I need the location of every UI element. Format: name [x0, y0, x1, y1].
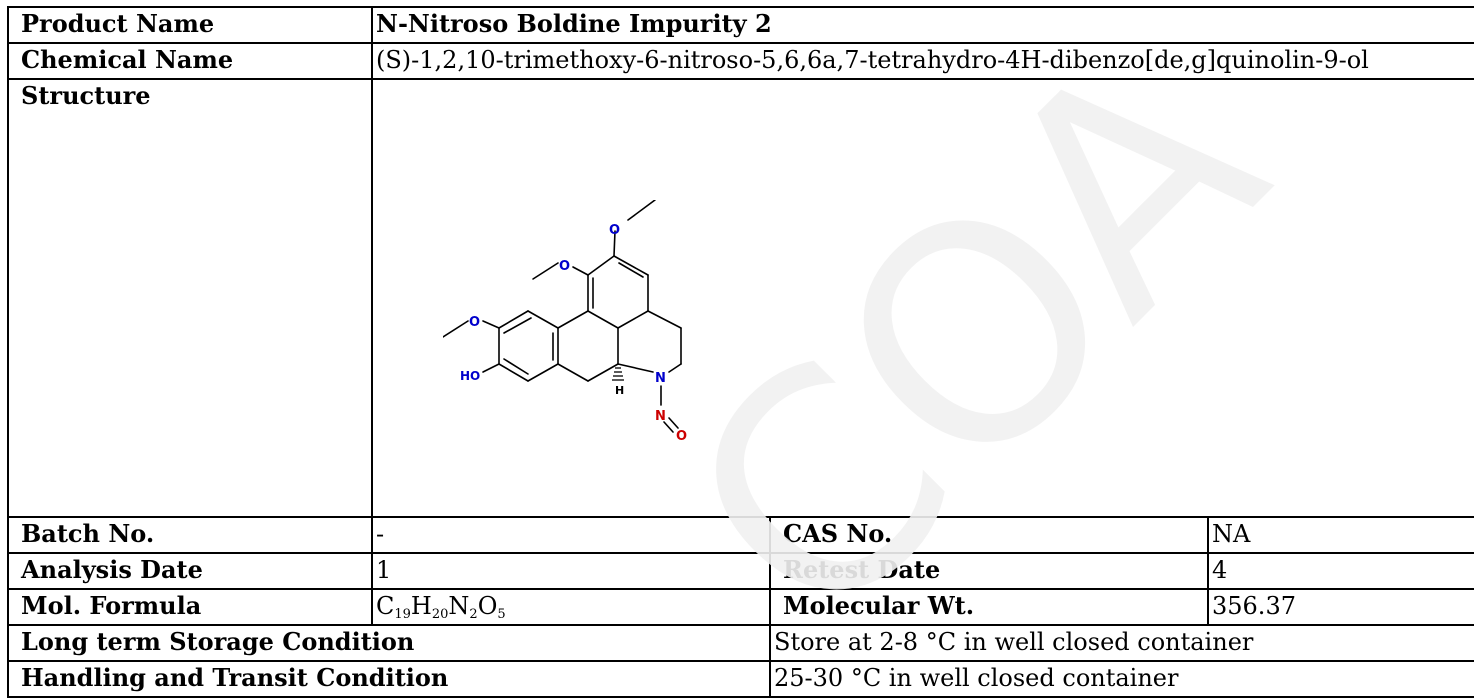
- formula-o-count: 5: [497, 607, 506, 622]
- retest-date-value: 4: [1206, 552, 1474, 590]
- atom-n-nitroso: N: [655, 409, 666, 424]
- formula-n-count: 2: [469, 607, 478, 622]
- handling-transit-value: 25-30 °C in well closed container: [768, 660, 1474, 698]
- atom-ho: HO: [460, 369, 480, 383]
- row-dates: Analysis Date 1 Retest Date 4: [7, 552, 1474, 590]
- long-term-storage-label: Long term Storage Condition: [7, 624, 771, 662]
- atom-h: H: [615, 384, 624, 397]
- row-formula-weight: Mol. Formula C19H20N2O5 Molecular Wt. 35…: [7, 588, 1474, 626]
- atom-o-nitroso: O: [676, 429, 687, 444]
- formula-n: N: [448, 592, 470, 620]
- structure-cell: O O O HO N H N O: [370, 78, 1474, 518]
- cas-no-value: NA: [1206, 516, 1474, 554]
- row-structure: Structure: [7, 78, 1474, 518]
- product-name-label: Product Name: [7, 6, 373, 44]
- product-name-value: N-Nitroso Boldine Impurity 2: [370, 6, 1474, 44]
- atom-n-ring: N: [655, 371, 666, 386]
- atom-o-left: O: [469, 315, 480, 330]
- formula-o: O: [477, 592, 498, 620]
- atom-o-middle: O: [559, 259, 570, 274]
- row-product-name: Product Name N-Nitroso Boldine Impurity …: [7, 6, 1474, 44]
- batch-no-label: Batch No.: [7, 516, 373, 554]
- formula-h-count: 20: [431, 607, 449, 622]
- atom-o-top: O: [609, 223, 620, 238]
- row-long-term-storage: Long term Storage Condition Store at 2-8…: [7, 624, 1474, 662]
- cas-no-label: CAS No.: [769, 516, 1209, 554]
- row-chemical-name: Chemical Name (S)-1,2,10-trimethoxy-6-ni…: [7, 42, 1474, 80]
- mol-formula-value: C19H20N2O5: [371, 588, 771, 626]
- row-handling-transit: Handling and Transit Condition 25-30 °C …: [7, 660, 1474, 698]
- formula-c-count: 19: [394, 607, 411, 622]
- analysis-date-label: Analysis Date: [7, 552, 373, 590]
- molecular-wt-label: Molecular Wt.: [769, 588, 1209, 626]
- molecular-wt-value: 356.37: [1206, 588, 1474, 626]
- long-term-storage-value: Store at 2-8 °C in well closed container: [768, 624, 1474, 662]
- handling-transit-label: Handling and Transit Condition: [7, 660, 771, 698]
- chemical-name-value: (S)-1,2,10-trimethoxy-6-nitroso-5,6,6a,7…: [370, 42, 1474, 80]
- chemical-structure-diagram: O O O HO N H N O: [443, 200, 687, 444]
- chemical-name-label: Chemical Name: [7, 42, 373, 80]
- batch-no-value: -: [371, 516, 771, 554]
- analysis-date-value: 1: [371, 552, 771, 590]
- mol-formula-label: Mol. Formula: [7, 588, 373, 626]
- coa-sheet: Product Name N-Nitroso Boldine Impurity …: [7, 6, 1474, 698]
- coa-table: Product Name N-Nitroso Boldine Impurity …: [7, 6, 1474, 698]
- formula-c: C: [376, 592, 395, 620]
- formula-h: H: [410, 592, 432, 620]
- retest-date-label: Retest Date: [769, 552, 1209, 590]
- structure-label: Structure: [7, 78, 373, 518]
- row-batch-cas: Batch No. - CAS No. NA: [7, 516, 1474, 554]
